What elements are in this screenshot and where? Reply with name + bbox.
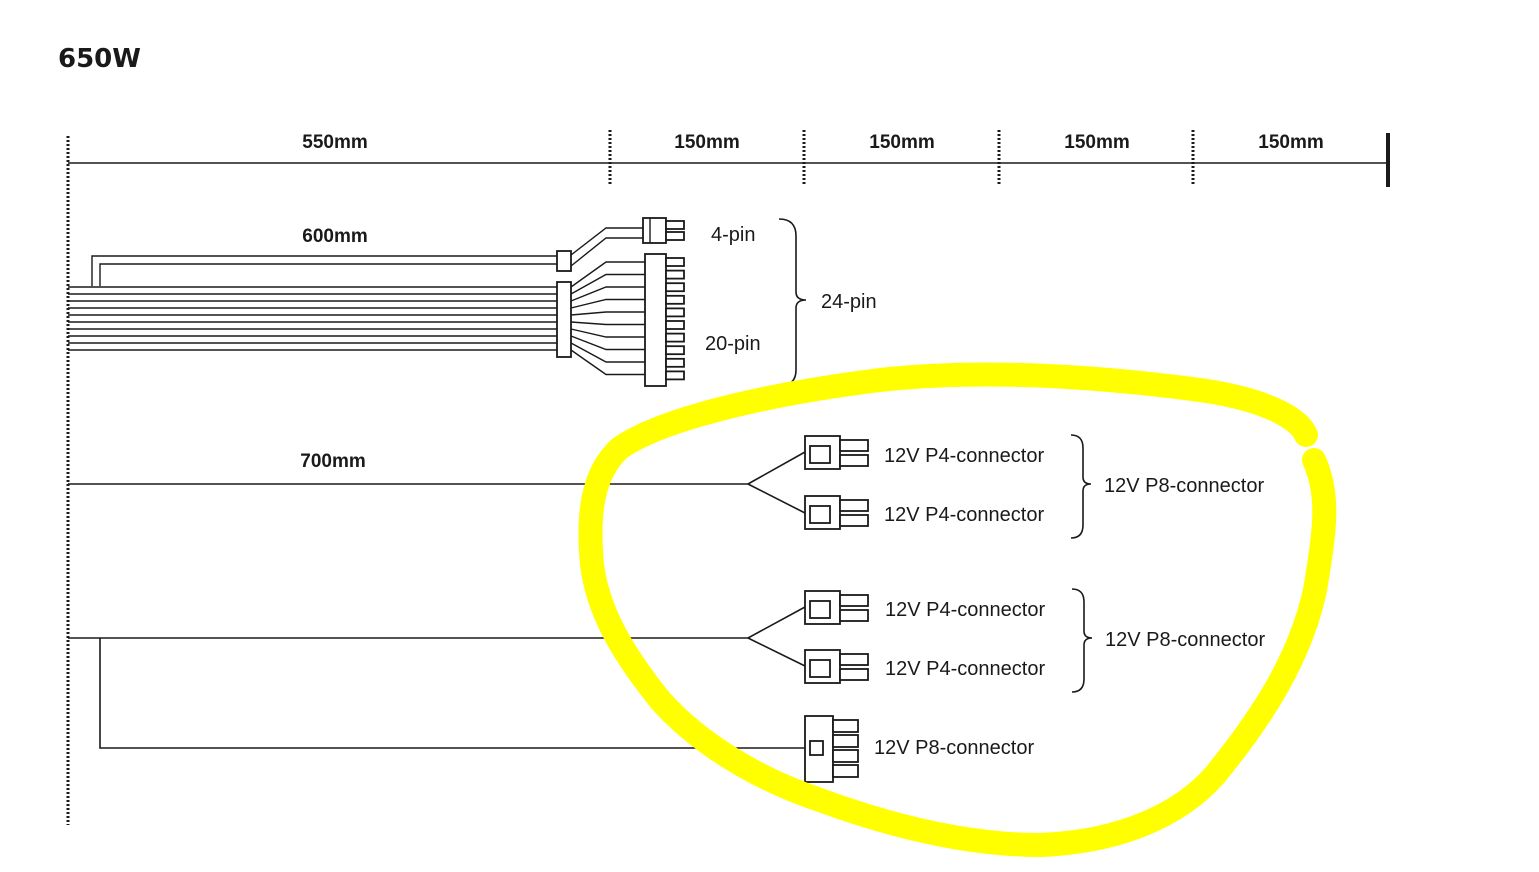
atx-wire-bundle: [68, 286, 557, 351]
pin-contact: [665, 294, 685, 305]
pin-contact: [665, 282, 685, 293]
page-title: 650W: [58, 44, 141, 74]
cpu1-p4-connector-2: [804, 495, 869, 530]
pin-contact: [665, 320, 685, 330]
ruler-segment-2: 150mm: [674, 132, 740, 153]
ruler-segment-4: 150mm: [1064, 132, 1130, 153]
four-pin-connector: [642, 217, 667, 244]
twenty-pin-connector: [644, 253, 667, 387]
cpu1-brace: [1070, 434, 1092, 539]
ruler-segment-5: 150mm: [1258, 132, 1324, 153]
cpu-cable-2: 12V P4-connector 12V P4-connector 12V P8…: [68, 588, 1265, 783]
cpu2-p8-branch-label: 12V P8-connector: [874, 737, 1034, 759]
pin-contact: [665, 257, 685, 267]
pin-contact: [665, 307, 685, 318]
cpu-cable-1: 700mm 12V P4-connector 12V P4-connector …: [68, 434, 1264, 539]
twenty-four-pin-label: 24-pin: [821, 291, 877, 313]
pin-contact: [665, 269, 685, 280]
ruler-segment-3: 150mm: [869, 132, 935, 153]
cpu2-brace: [1071, 588, 1093, 693]
pin-contact: [665, 332, 685, 343]
pin-contact: [665, 370, 685, 381]
twenty-pin-contacts: [665, 257, 685, 381]
twenty-pin-label: 20-pin: [705, 333, 761, 355]
length-ruler: 550mm 150mm 150mm 150mm 150mm: [68, 130, 1390, 187]
atx-wire-branch: [570, 261, 645, 288]
atx-wire-branch: [570, 311, 645, 316]
four-pin-label: 4-pin: [711, 224, 755, 246]
atx-wire-branch: [570, 286, 645, 302]
atx-wire-branch: [570, 321, 645, 326]
cpu1-p4-label-2: 12V P4-connector: [884, 504, 1044, 526]
atx-cable: 600mm 4-pin 20-pin 24-pin: [68, 217, 877, 387]
atx-wire-branch: [570, 342, 645, 363]
highlight-circle: [578, 362, 1337, 857]
atx-wire-branch: [570, 328, 645, 338]
atx-wire-branch: [570, 298, 645, 309]
atx-wire-branch: [570, 349, 645, 376]
cpu2-p8-group-label: 12V P8-connector: [1105, 629, 1265, 651]
cpu2-p4-connector-2: [804, 649, 869, 684]
atx-cable-length: 600mm: [302, 226, 368, 247]
atx-brace: [778, 218, 807, 387]
cpu2-p8-connector: [804, 715, 859, 783]
ruler-segment-1: 550mm: [302, 132, 368, 153]
pin-contact: [665, 357, 685, 368]
cpu2-p4-connector-1: [804, 590, 869, 625]
cpu1-p4-connector-1: [804, 435, 869, 470]
cpu2-p4-label-2: 12V P4-connector: [885, 658, 1045, 680]
atx-wire-fan: [570, 261, 645, 376]
pin-contact: [665, 345, 685, 356]
cpu1-p8-label: 12V P8-connector: [1104, 475, 1264, 497]
cpu2-p4-label-1: 12V P4-connector: [885, 599, 1045, 621]
atx-wire-branch: [570, 273, 645, 295]
atx-wire-branch: [570, 335, 645, 351]
cpu-cable-1-length: 700mm: [300, 451, 366, 472]
cpu1-p4-label-1: 12V P4-connector: [884, 445, 1044, 467]
